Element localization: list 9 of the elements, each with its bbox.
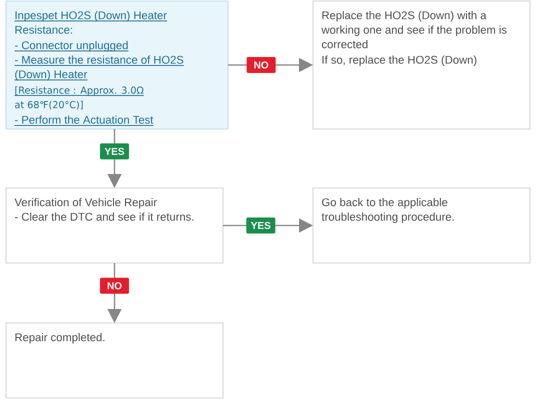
step-box: Inpespet HO2S (Down) Heater Resistance: - Connector unplugged - Measure the resistance of HO2S (Down) Heater [Resistance : Approx. 3.0Ω at 68℉(20°C)] - Perform the Actuation Test	[6, 0, 228, 130]
edge-label: NO	[246, 57, 276, 73]
edge-label: NO	[100, 278, 129, 294]
step-box: Repair completed.	[6, 322, 224, 398]
step-box: Replace the HO2S (Down) with a working one and see if the problem is corrected If so, replace the HO2S (Down)	[312, 0, 530, 130]
edge-label: YES	[246, 218, 276, 234]
edge-label: YES	[100, 143, 129, 160]
step-box: Verification of Vehicle Repair - Clear the DTC and see if it returns.	[6, 188, 224, 264]
step-box: Go back to the applicable troubleshooting procedure.	[312, 188, 530, 264]
